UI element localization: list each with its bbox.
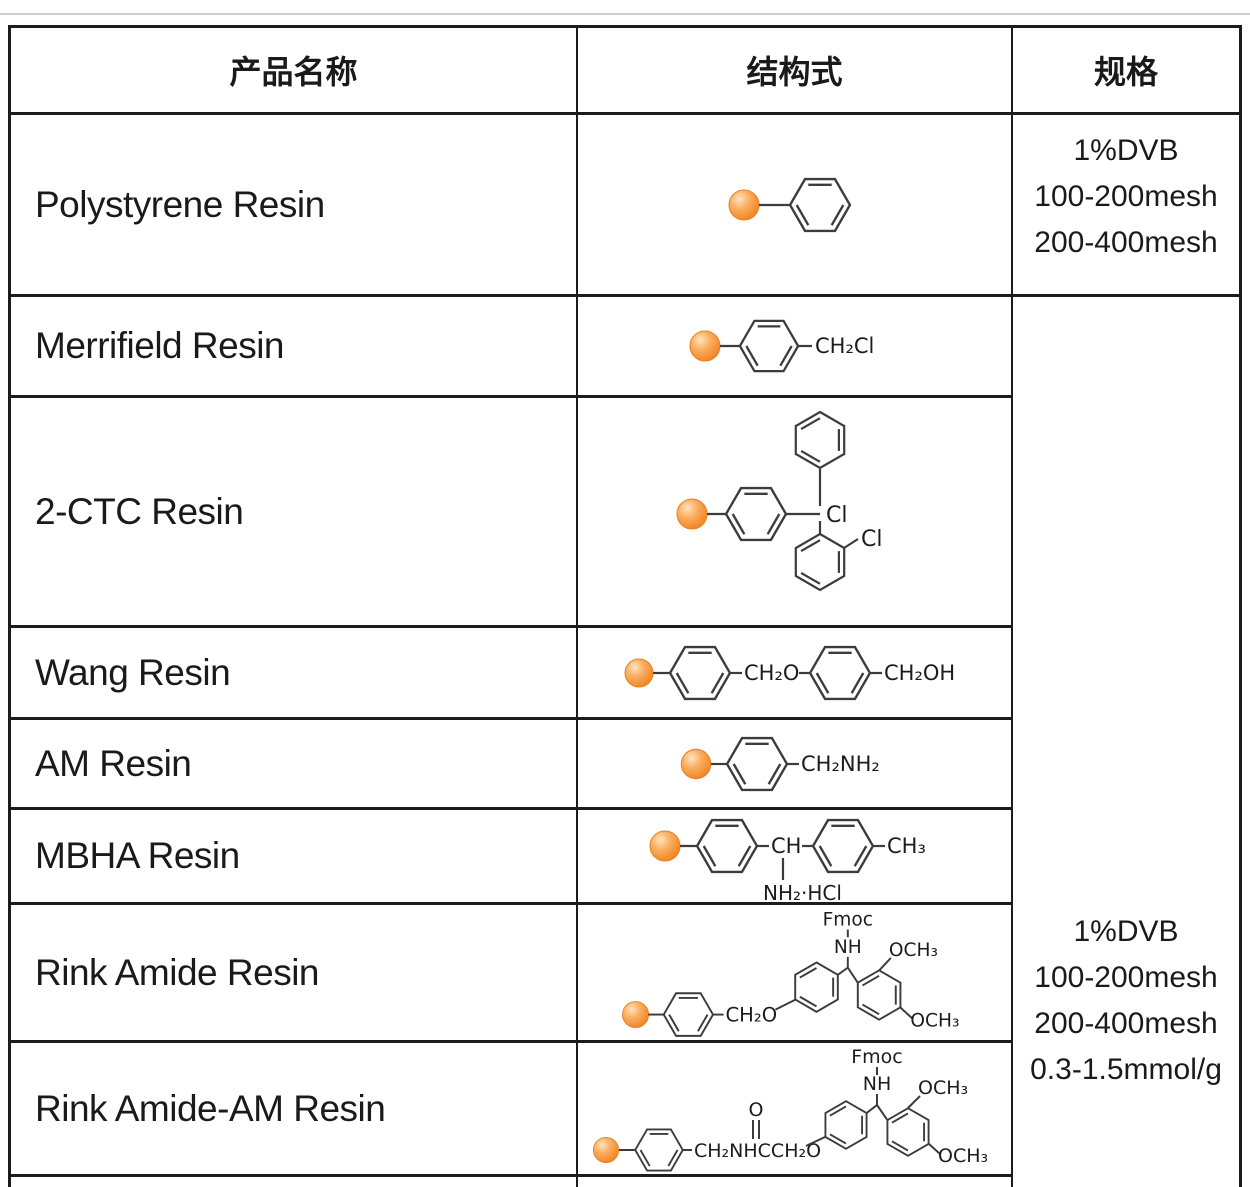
chem-label-nh: NH	[834, 937, 862, 958]
chem-label-ch2o: CH₂O	[744, 661, 799, 685]
partial-row-cell	[11, 1177, 578, 1187]
header-spec: 规格	[1013, 28, 1239, 115]
am-structure-drawing: CH₂NH₂	[680, 736, 880, 791]
resin-bead-icon	[727, 188, 760, 221]
structure-am: CH₂NH₂	[578, 720, 1013, 810]
benzene-ring	[885, 1106, 930, 1157]
benzene-ring	[788, 177, 851, 232]
product-name-am: AM Resin	[11, 720, 578, 810]
bond	[906, 1094, 921, 1109]
structure-rink-amide: CH₂O NH Fmoc OCH₃ OCH₃	[578, 905, 1013, 1043]
spec-line: 100-200mesh	[1034, 961, 1218, 994]
spec-line: 1%DVB	[1073, 133, 1179, 167]
chem-label-carbonyl-o: O	[748, 1099, 763, 1121]
benzene-ring	[856, 969, 902, 1021]
rink-amide-structure-drawing: CH₂O NH Fmoc OCH₃ OCH₃	[622, 910, 959, 1037]
product-name-mbha: MBHA Resin	[11, 810, 578, 905]
bond	[878, 957, 892, 972]
chem-label-ch: CH	[771, 834, 801, 858]
product-name-rink-amide-am: Rink Amide-AM Resin	[11, 1043, 578, 1177]
benzene-ring	[695, 818, 758, 874]
rink-amide-am-structure-drawing: CH₂NHCCH₂O O NH Fmoc OCH₃ OCH₃	[592, 1046, 988, 1172]
chem-label-nh: NH	[862, 1073, 891, 1095]
chem-label-och3: OCH₃	[918, 1077, 968, 1099]
structure-2ctc: Cl Cl	[578, 398, 1013, 628]
benzene-ring	[668, 645, 732, 700]
header-product-name: 产品名称	[11, 28, 578, 115]
structure-merrifield: CH₂Cl	[578, 297, 1013, 398]
bond	[805, 1135, 825, 1147]
benzene-ring	[633, 1127, 684, 1172]
product-name-polystyrene: Polystyrene Resin	[11, 115, 578, 297]
product-name-2ctc: 2-CTC Resin	[11, 398, 578, 628]
chem-label-och3: OCH₃	[910, 1010, 959, 1031]
spec-line: 200-400mesh	[1034, 1007, 1218, 1040]
chem-label-cl: Cl	[861, 527, 882, 552]
resin-bead-icon	[624, 658, 654, 687]
bond	[842, 537, 859, 549]
polystyrene-structure-drawing	[727, 177, 851, 232]
chem-label-ch2o: CH₂O	[726, 1003, 778, 1026]
resin-bead-icon	[648, 830, 681, 862]
chem-label-ch3: CH₃	[887, 834, 926, 858]
spec-line: 1%DVB	[1073, 915, 1179, 948]
chem-label-cl: Cl	[826, 503, 847, 528]
structure-polystyrene	[578, 115, 1013, 297]
product-name-merrifield: Merrifield Resin	[11, 297, 578, 398]
benzene-ring	[811, 818, 874, 874]
bond	[774, 999, 796, 1011]
structure-rink-amide-am: CH₂NHCCH₂O O NH Fmoc OCH₃ OCH₃	[578, 1043, 1013, 1177]
structure-mbha: CH NH₂·HCl CH₃	[578, 810, 1013, 905]
page-top-divider	[0, 13, 1250, 15]
ctc-structure-drawing: Cl Cl	[675, 410, 882, 591]
benzene-ring	[808, 645, 872, 700]
header-structure: 结构式	[578, 28, 1013, 115]
chem-label-ch2cl: CH₂Cl	[815, 334, 874, 358]
resin-bead-icon	[592, 1136, 619, 1163]
chem-label-nh2hcl: NH₂·HCl	[763, 881, 842, 905]
product-name-rink-amide: Rink Amide Resin	[11, 905, 578, 1043]
merrifield-structure-drawing: CH₂Cl	[688, 319, 874, 373]
mbha-structure-drawing: CH NH₂·HCl CH₃	[648, 818, 926, 905]
structure-wang: CH₂O CH₂OH	[578, 628, 1013, 720]
spec-line: 100-200mesh	[1034, 179, 1218, 213]
resin-bead-icon	[675, 497, 708, 530]
benzene-ring	[823, 1099, 868, 1150]
chem-label-fmoc: Fmoc	[823, 910, 873, 931]
chem-label-fmoc: Fmoc	[851, 1046, 903, 1068]
benzene-ring	[725, 736, 789, 791]
resin-bead-icon	[680, 748, 712, 779]
chem-label-chain: CH₂NHCCH₂O	[694, 1140, 821, 1162]
chem-label-och3: OCH₃	[889, 940, 938, 961]
wang-structure-drawing: CH₂O CH₂OH	[624, 645, 955, 700]
chem-label-ch2oh: CH₂OH	[884, 661, 955, 685]
benzene-ring	[794, 961, 839, 1013]
benzene-ring	[662, 992, 714, 1037]
bond	[927, 1142, 941, 1155]
spec-line: 200-400mesh	[1034, 225, 1218, 259]
bond	[837, 966, 849, 976]
benzene-ring	[794, 532, 845, 591]
benzene-ring	[738, 319, 799, 373]
spec-line: 0.3-1.5mmol/g	[1030, 1053, 1222, 1086]
product-name-wang: Wang Resin	[11, 628, 578, 720]
resin-product-table: 产品名称 结构式 规格 Polystyrene Resin 1%DVB 100-…	[8, 25, 1242, 1187]
bond	[865, 1103, 878, 1114]
benzene-ring	[794, 410, 845, 469]
chem-label-ch2nh2: CH₂NH₂	[801, 752, 880, 776]
resin-bead-icon	[622, 1001, 650, 1029]
bond	[846, 967, 859, 984]
bond	[875, 1103, 888, 1121]
benzene-ring	[724, 486, 787, 541]
bond	[899, 1006, 914, 1020]
spec-merged: 1%DVB 100-200mesh 200-400mesh 0.3-1.5mmo…	[1013, 297, 1239, 1187]
resin-bead-icon	[688, 330, 721, 362]
chem-label-och3: OCH₃	[938, 1145, 988, 1167]
spec-polystyrene: 1%DVB 100-200mesh 200-400mesh	[1013, 115, 1239, 297]
partial-row-cell	[578, 1177, 1013, 1187]
